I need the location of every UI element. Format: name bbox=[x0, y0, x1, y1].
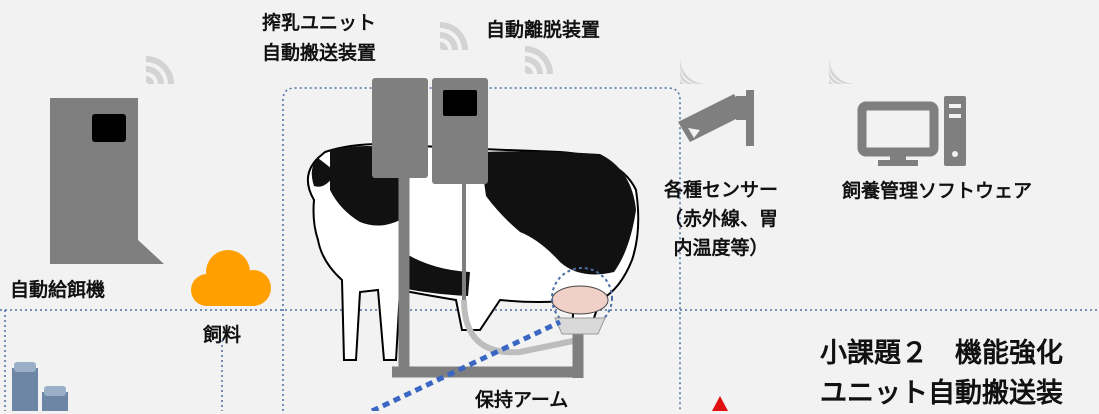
holding-arm-path bbox=[370, 319, 562, 411]
management-software-label: 飼養管理ソフトウェア bbox=[842, 180, 1033, 202]
camera-icon bbox=[678, 90, 754, 146]
cloud-icon bbox=[191, 250, 271, 306]
subtask-title-line1: 小課題２ 機能強化 bbox=[820, 338, 1063, 369]
feed-label: 飼料 bbox=[203, 324, 242, 346]
wifi-icon bbox=[146, 56, 174, 84]
milking-unit-icon bbox=[372, 78, 606, 378]
teat-cup-highlight bbox=[551, 267, 613, 329]
subtask-title-line2: ユニット自動搬送装 bbox=[820, 378, 1063, 409]
sensors-line2: （赤外線、胃 bbox=[664, 208, 779, 230]
subtask-title: 小課題２ 機能強化 ユニット自動搬送装 bbox=[820, 334, 1063, 414]
wifi-icon bbox=[680, 58, 706, 84]
bottle-icon bbox=[12, 362, 68, 411]
sensors-label: 各種センサー （赤外線、胃 内温度等） bbox=[664, 176, 778, 263]
wifi-icon bbox=[440, 22, 468, 50]
wifi-icon bbox=[829, 58, 855, 84]
cow-illustration bbox=[307, 143, 640, 361]
holding-arm-label: 保持アーム bbox=[475, 389, 569, 411]
wifi-icon bbox=[525, 46, 553, 74]
arrow-icon bbox=[712, 396, 728, 411]
milking-unit-transfer-line1: 搾乳ユニット bbox=[262, 12, 377, 34]
sensors-line3: 内温度等） bbox=[673, 237, 769, 259]
sensors-line1: 各種センサー bbox=[664, 179, 779, 201]
computer-icon bbox=[857, 96, 966, 166]
milking-unit-transfer-line2: 自動搬送装置 bbox=[262, 42, 377, 64]
milking-unit-transfer-label: 搾乳ユニット 自動搬送装置 bbox=[262, 8, 376, 68]
auto-feeder-label: 自動給餌機 bbox=[10, 279, 106, 301]
auto-detacher-label: 自動離脱装置 bbox=[486, 19, 601, 41]
auto-feeder-icon bbox=[50, 98, 164, 264]
